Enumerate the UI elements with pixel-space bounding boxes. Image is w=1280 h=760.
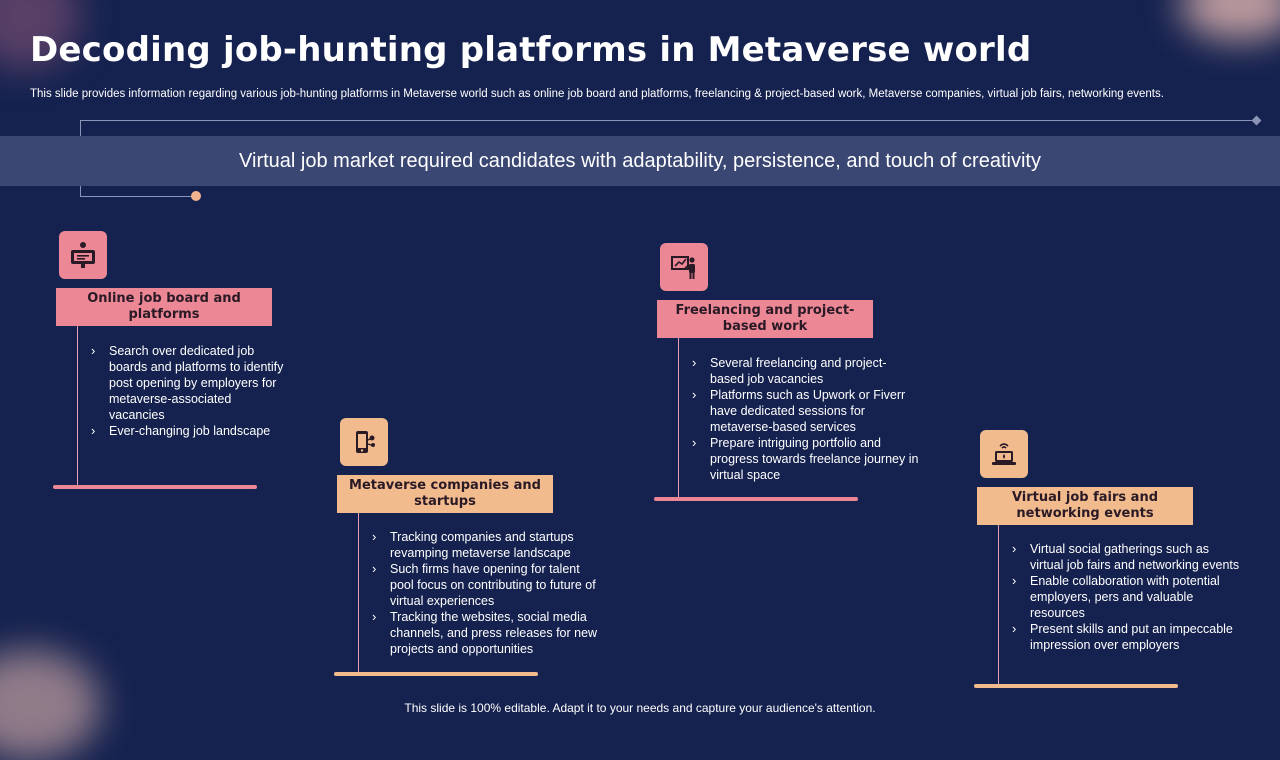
page-subtitle: This slide provides information regardin… bbox=[30, 88, 1164, 100]
banner: Virtual job market required candidates w… bbox=[0, 136, 1280, 186]
card-label: Metaverse companies and startups bbox=[337, 475, 553, 513]
card-base-bar bbox=[974, 684, 1178, 688]
card-label: Virtual job fairs and networking events bbox=[977, 487, 1193, 525]
banner-text: Virtual job market required candidates w… bbox=[239, 149, 1041, 172]
card-bullet-list: Tracking companies and startups revampin… bbox=[370, 529, 602, 657]
list-item: Tracking the websites, social media chan… bbox=[370, 609, 602, 657]
list-item: Platforms such as Upwork or Fiverr have … bbox=[690, 387, 920, 435]
list-item: Ever-changing job landscape bbox=[89, 423, 285, 439]
bracket-line-top bbox=[80, 120, 1256, 121]
list-item: Such firms have opening for talent pool … bbox=[370, 561, 602, 609]
list-item: Tracking companies and startups revampin… bbox=[370, 529, 602, 561]
card-bullet-list: Search over dedicated job boards and pla… bbox=[89, 343, 285, 439]
list-item: Enable collaboration with potential empl… bbox=[1010, 573, 1242, 621]
card-bullet-list: Several freelancing and project-based jo… bbox=[690, 355, 920, 483]
card-connector-line bbox=[77, 326, 78, 486]
page-title: Decoding job-hunting platforms in Metave… bbox=[30, 30, 1032, 70]
card-bullet-list: Virtual social gatherings such as virtua… bbox=[1010, 541, 1242, 653]
list-item: Search over dedicated job boards and pla… bbox=[89, 343, 285, 423]
card-connector-line bbox=[998, 525, 999, 685]
list-item: Present skills and put an impeccable imp… bbox=[1010, 621, 1242, 653]
card-base-bar bbox=[334, 672, 538, 676]
card-connector-line bbox=[358, 513, 359, 673]
job-board-icon bbox=[59, 231, 107, 279]
card-base-bar bbox=[654, 497, 858, 501]
laptop-wifi-icon bbox=[980, 430, 1028, 478]
bracket-dot bbox=[191, 191, 201, 201]
footer-note: This slide is 100% editable. Adapt it to… bbox=[404, 701, 876, 715]
list-item: Several freelancing and project-based jo… bbox=[690, 355, 920, 387]
card-base-bar bbox=[53, 485, 257, 489]
bracket-line-bottom bbox=[80, 196, 194, 197]
list-item: Prepare intriguing portfolio and progres… bbox=[690, 435, 920, 483]
card-connector-line bbox=[678, 338, 679, 498]
card-label: Online job board and platforms bbox=[56, 288, 272, 326]
decor-blob-top-right bbox=[1180, 0, 1280, 40]
presentation-icon bbox=[660, 243, 708, 291]
list-item: Virtual social gatherings such as virtua… bbox=[1010, 541, 1242, 573]
card-label: Freelancing and project-based work bbox=[657, 300, 873, 338]
bracket-end-marker bbox=[1251, 115, 1262, 126]
companies-icon bbox=[340, 418, 388, 466]
